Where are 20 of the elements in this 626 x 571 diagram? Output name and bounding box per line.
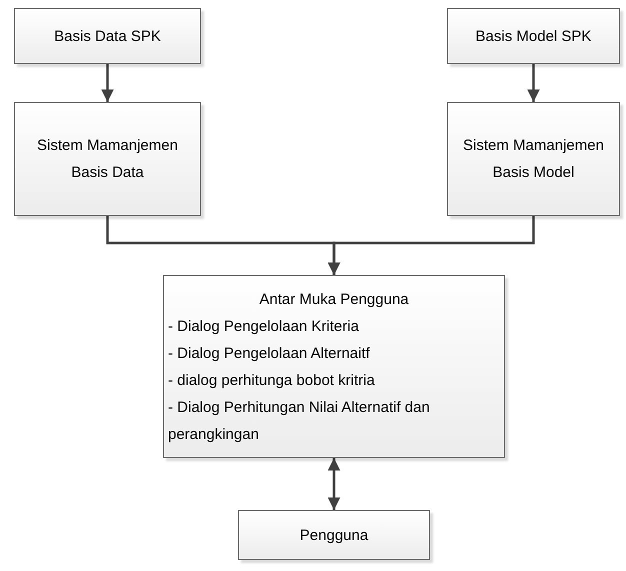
arrow — [101, 64, 114, 102]
list-item: - Dialog Pengelolaan Alternaitf — [168, 344, 371, 364]
box-label: Sistem Mamanjemen Basis Data — [36, 136, 179, 183]
process-box — [238, 510, 430, 560]
box-label: Pengguna — [300, 526, 368, 546]
box-label: Basis Data SPK — [54, 26, 161, 46]
process-box — [14, 102, 201, 216]
arrow — [328, 458, 340, 510]
process-box — [163, 275, 505, 458]
process-box — [447, 102, 620, 216]
list-item: - dialog perhitunga bobot kritria — [168, 370, 376, 390]
box-heading: Antar Muka Pengguna — [258, 290, 410, 310]
process-box — [447, 8, 620, 64]
list-item: - Dialog Pengelolaan Kriteria — [168, 316, 360, 336]
box-label: Sistem Mamanjemen Basis Model — [462, 136, 605, 183]
box-label: Basis Model SPK — [476, 26, 592, 46]
list-item: - Dialog Perhitungan Nilai Alternatif dan perangkingan — [168, 398, 431, 444]
arrow — [328, 216, 535, 275]
arrow — [527, 64, 540, 102]
process-box — [14, 8, 201, 64]
